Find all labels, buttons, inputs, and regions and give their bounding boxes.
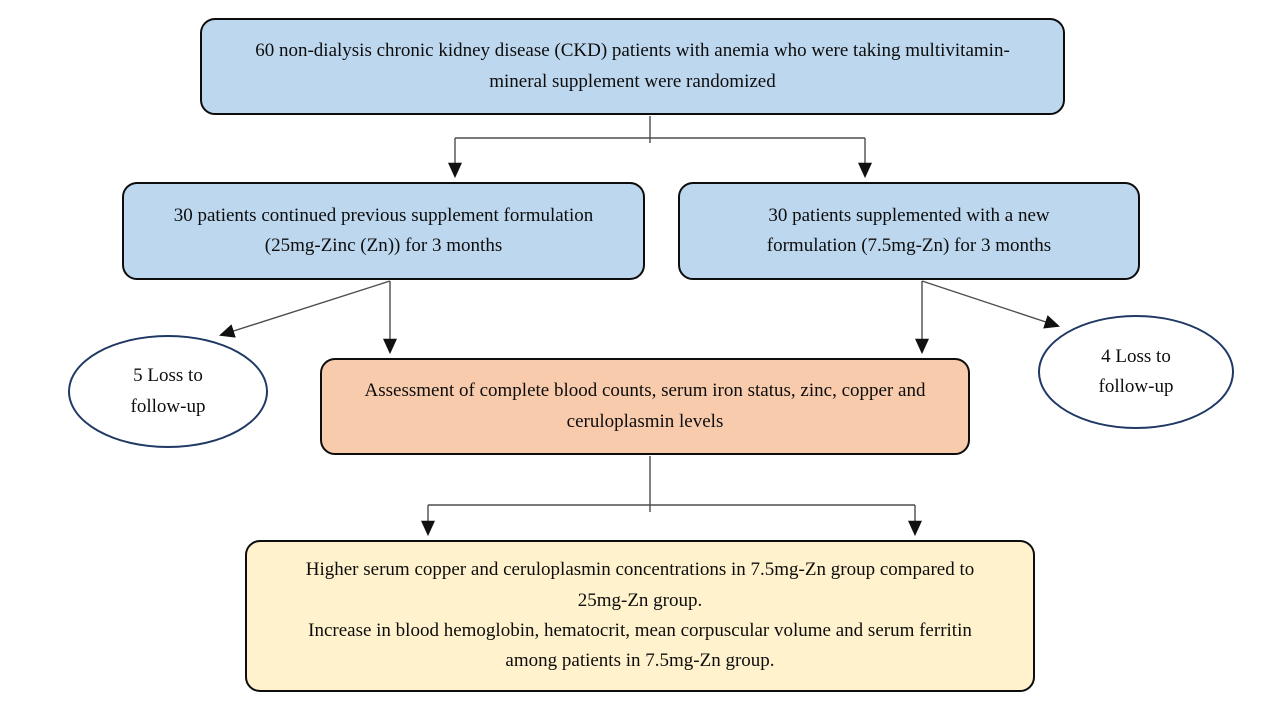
- loss-right-text: 4 Loss to follow-up: [1098, 345, 1174, 397]
- node-arm-7-5mg-box: 30 patients supplemented with a new form…: [678, 182, 1140, 280]
- arm-7-5mg-text: 30 patients supplemented with a new form…: [766, 204, 1052, 256]
- assessment-text: Assessment of complete blood counts, ser…: [364, 380, 926, 432]
- loss-left-text: 5 Loss to follow-up: [130, 365, 206, 417]
- node-loss-left-ellipse: 5 Loss to follow-up: [68, 335, 268, 448]
- node-outcome-box: Higher serum copper and ceruloplasmin co…: [245, 540, 1035, 692]
- node-arm-25mg-box: 30 patients continued previous supplemen…: [122, 182, 645, 280]
- outcome-sentence-1: Higher serum copper and ceruloplasmin co…: [305, 559, 975, 611]
- enrollment-text: 60 non-dialysis chronic kidney disease (…: [255, 40, 1010, 92]
- arrow-arm-25mg-to-loss: [218, 280, 391, 338]
- node-assessment-box: Assessment of complete blood counts, ser…: [320, 358, 970, 455]
- node-enrollment-box: 60 non-dialysis chronic kidney disease (…: [200, 18, 1065, 115]
- node-loss-right-ellipse: 4 Loss to follow-up: [1038, 315, 1234, 429]
- arm-25mg-text: 30 patients continued previous supplemen…: [173, 204, 594, 256]
- outcome-sentence-2: Increase in blood hemoglobin, hematocrit…: [308, 620, 972, 672]
- arrow-arm-7-5mg-to-loss: [921, 280, 1060, 329]
